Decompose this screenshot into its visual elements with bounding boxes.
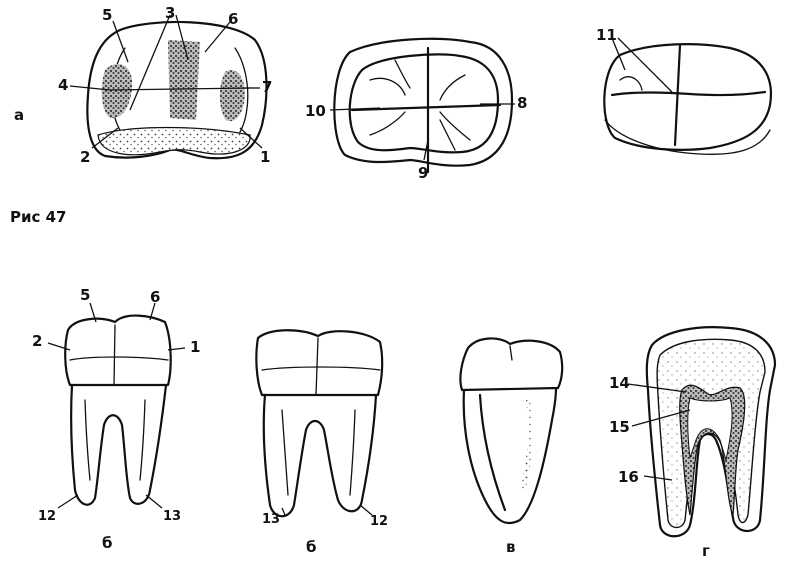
label-15: 15	[609, 418, 630, 436]
label-2: 2	[80, 148, 90, 166]
label-3: 3	[165, 4, 175, 22]
label-side-5: 5	[80, 286, 90, 304]
label-root-12: 12	[38, 509, 56, 524]
label-14: 14	[609, 374, 630, 392]
label-8: 8	[517, 94, 527, 112]
sub-label-v: в	[506, 538, 516, 556]
figure-label-a: а	[14, 106, 24, 124]
label-10: 10	[305, 102, 326, 120]
label-6: 6	[228, 10, 238, 28]
label-root-12b: 12	[370, 514, 388, 529]
occlusal-view-stippled	[87, 22, 266, 158]
label-7: 7	[262, 78, 272, 96]
label-5: 5	[102, 6, 112, 24]
labels-tooth-b2: 13 12 б	[262, 505, 388, 556]
label-root-13b: 13	[262, 512, 280, 527]
label-1: 1	[260, 148, 270, 166]
label-4: 4	[58, 76, 68, 94]
occlusal-view-plain	[604, 44, 771, 154]
lateral-view-buccal	[65, 316, 170, 505]
label-9: 9	[418, 164, 428, 182]
sub-label-b2: б	[306, 538, 316, 556]
occlusal-view-fissures	[334, 39, 512, 172]
label-root-13: 13	[163, 509, 181, 524]
sub-label-b1: б	[102, 534, 112, 552]
lateral-view-lingual	[256, 330, 382, 516]
label-side-6: 6	[150, 288, 160, 306]
cross-section-view	[647, 327, 775, 536]
figure-caption: Рис 47	[10, 208, 67, 226]
lateral-view-mesial: в	[460, 338, 562, 556]
label-11: 11	[596, 26, 617, 44]
sub-label-g: г	[702, 542, 710, 560]
label-side-1: 1	[190, 338, 200, 356]
label-16: 16	[618, 468, 639, 486]
label-side-2: 2	[32, 332, 42, 350]
